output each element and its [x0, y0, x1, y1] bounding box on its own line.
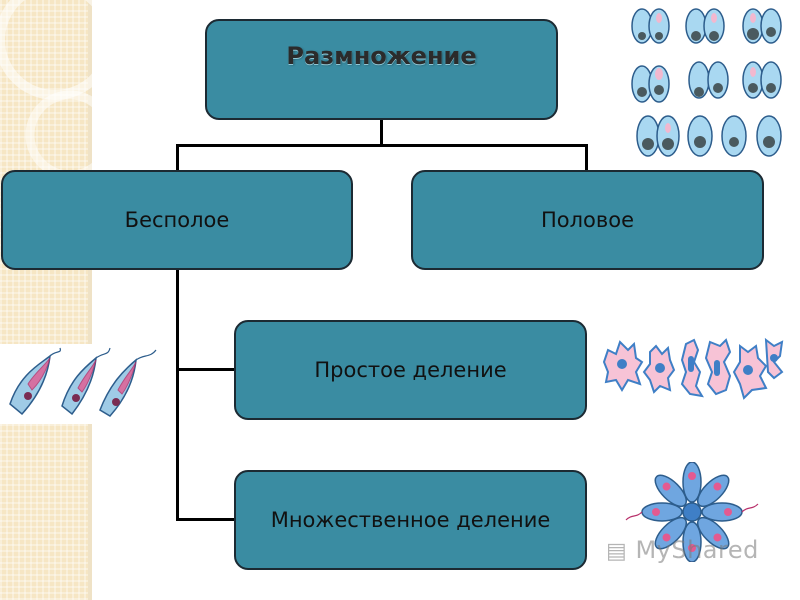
trypanosome-image — [0, 344, 170, 424]
connector-sexual-up — [585, 144, 588, 171]
trypanosome-rosette-image — [625, 462, 759, 562]
connector-multi — [176, 518, 235, 521]
watermark-logo: ▤ MyShared — [606, 536, 759, 564]
connector-simple — [176, 368, 235, 371]
watermark-icon: ▤ — [606, 539, 628, 564]
dividing-amoeba-image — [602, 337, 784, 400]
side-strip-edge — [88, 0, 92, 600]
node-asexual-label: Бесполое — [124, 208, 230, 232]
connector-root-down — [380, 120, 383, 146]
sporozoan-cells-image — [631, 8, 782, 157]
node-asexual: Бесполое — [1, 170, 353, 270]
connector-asexual-trunk — [176, 270, 179, 521]
node-simple-division-label: Простое деление — [314, 358, 507, 382]
connector-horizontal — [176, 144, 587, 147]
node-reproduction-label: Размножение — [286, 41, 477, 70]
node-sexual-label: Половое — [540, 208, 635, 232]
node-simple-division: Простое деление — [234, 320, 587, 420]
node-multiple-division-label: Множественное деление — [270, 508, 551, 532]
watermark-text: MyShared — [635, 536, 759, 564]
node-multiple-division: Множественное деление — [234, 470, 587, 570]
node-sexual: Половое — [411, 170, 764, 270]
connector-asexual-up — [176, 144, 179, 171]
node-reproduction: Размножение — [205, 19, 558, 120]
